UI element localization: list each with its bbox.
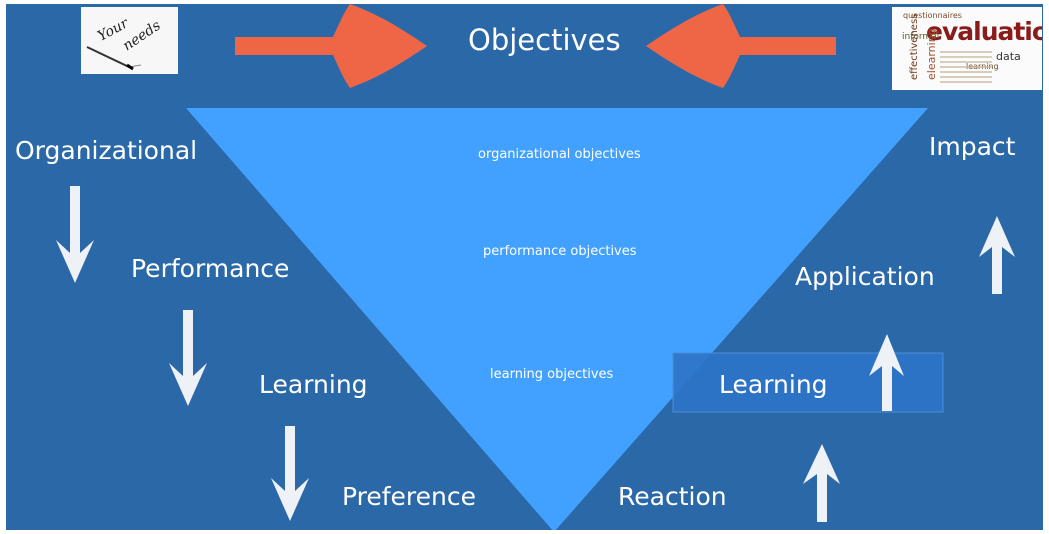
- triangle-label-performance: performance objectives: [483, 244, 637, 259]
- right-stage-impact: Impact: [929, 132, 1016, 161]
- right-stage-learning: Learning: [719, 370, 828, 399]
- word-evaluation: evaluation: [926, 17, 1042, 46]
- down-arrow-2: [169, 310, 207, 406]
- objectives-triangle: [186, 108, 928, 530]
- up-arrow-1: [803, 444, 840, 522]
- word-data: data: [996, 50, 1021, 63]
- triangle-label-organizational: organizational objectives: [478, 147, 641, 162]
- your-needs-image: Your needs: [81, 7, 178, 74]
- page-title: Objectives: [468, 23, 621, 57]
- up-arrow-2: [869, 334, 904, 411]
- pen-icon: [86, 46, 142, 71]
- diagram: [56, 4, 1015, 530]
- evaluation-word-cloud-image: questionnaires evaluation informal effec…: [892, 7, 1042, 90]
- right-stage-reaction: Reaction: [618, 482, 727, 511]
- down-arrow-1: [56, 186, 94, 283]
- left-stage-performance: Performance: [131, 254, 290, 283]
- word-effectiveness: effectiveness: [909, 13, 920, 80]
- right-orange-arrow: [235, 4, 427, 88]
- up-arrow-3: [979, 216, 1015, 294]
- triangle-label-learning: learning objectives: [490, 367, 614, 382]
- right-stage-application: Application: [795, 262, 935, 291]
- slide: Objectives Your needs questionnaires eva…: [6, 4, 1043, 530]
- word-elearning: elearning: [925, 28, 938, 80]
- word-questionnaires: questionnaires: [903, 11, 962, 20]
- left-stage-preference: Preference: [342, 482, 477, 511]
- word-cloud-filler: [940, 49, 992, 83]
- word-informal: informal: [902, 32, 940, 42]
- left-orange-arrow: [646, 4, 836, 88]
- left-stage-organizational: Organizational: [15, 136, 198, 165]
- left-stage-learning: Learning: [259, 370, 368, 399]
- down-arrow-3: [271, 426, 309, 521]
